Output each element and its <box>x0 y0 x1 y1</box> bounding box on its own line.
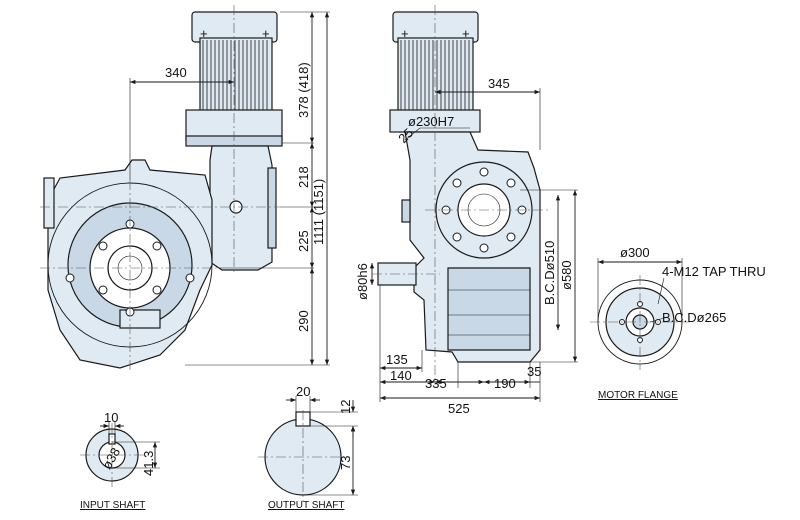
dim-12: 12 <box>338 400 353 414</box>
front-view: + + <box>40 5 330 370</box>
svg-text:+: + <box>462 26 470 41</box>
dim-218: 218 <box>296 166 311 188</box>
dim-378: 378 (418) <box>296 62 311 118</box>
side-motor: + + <box>389 11 481 133</box>
dim-230h7: ø230H7 <box>408 114 454 129</box>
dim-73: 73 <box>338 456 353 470</box>
svg-text:+: + <box>262 26 270 41</box>
dim-525: 525 <box>448 401 470 416</box>
front-gearbox <box>43 145 277 369</box>
side-gearbox <box>377 131 541 363</box>
svg-text:+: + <box>401 26 409 41</box>
dim-10: 10 <box>104 410 118 425</box>
dim-580: ø580 <box>559 260 574 290</box>
dim-335: 335 <box>425 376 447 391</box>
dim-300: ø300 <box>620 245 650 260</box>
caption-output-shaft: OUTPUT SHAFT <box>268 500 344 511</box>
output-flange-bolts <box>65 219 195 317</box>
dim-20: 20 <box>296 384 310 399</box>
caption-input-shaft: INPUT SHAFT <box>80 500 145 511</box>
dim-225: 225 <box>296 230 311 252</box>
dim-340: 340 <box>165 65 187 80</box>
dim-1111: 1111 (1151) <box>311 179 326 245</box>
dim-140: 140 <box>390 368 412 383</box>
caption-motor-flange: MOTOR FLANGE <box>598 390 678 401</box>
dim-35: 35 <box>527 364 541 379</box>
output-shaft-view: 20 12 73 OUTPUT SHAFT <box>258 384 358 511</box>
dim-290: 290 <box>296 310 311 332</box>
motor-flange-view: ø300 4-M12 TAP THRU B.C.Dø265 MOTOR FLAN… <box>590 245 766 401</box>
dim-135: 135 <box>386 352 408 367</box>
svg-text:+: + <box>200 26 208 41</box>
side-view: + + <box>355 5 578 416</box>
dim-41: 41.3 <box>141 451 156 476</box>
dim-bcd510: B.C.Dø510 <box>542 241 557 305</box>
input-shaft-view: 10 41.3 ø38 INPUT SHAFT <box>80 410 160 511</box>
dim-345: 345 <box>488 76 510 91</box>
dim-190: 190 <box>494 376 516 391</box>
dim-80h6: ø80h6 <box>355 263 370 300</box>
dim-bcd265: B.C.Dø265 <box>662 310 726 325</box>
tap-note: 4-M12 TAP THRU <box>662 264 766 279</box>
